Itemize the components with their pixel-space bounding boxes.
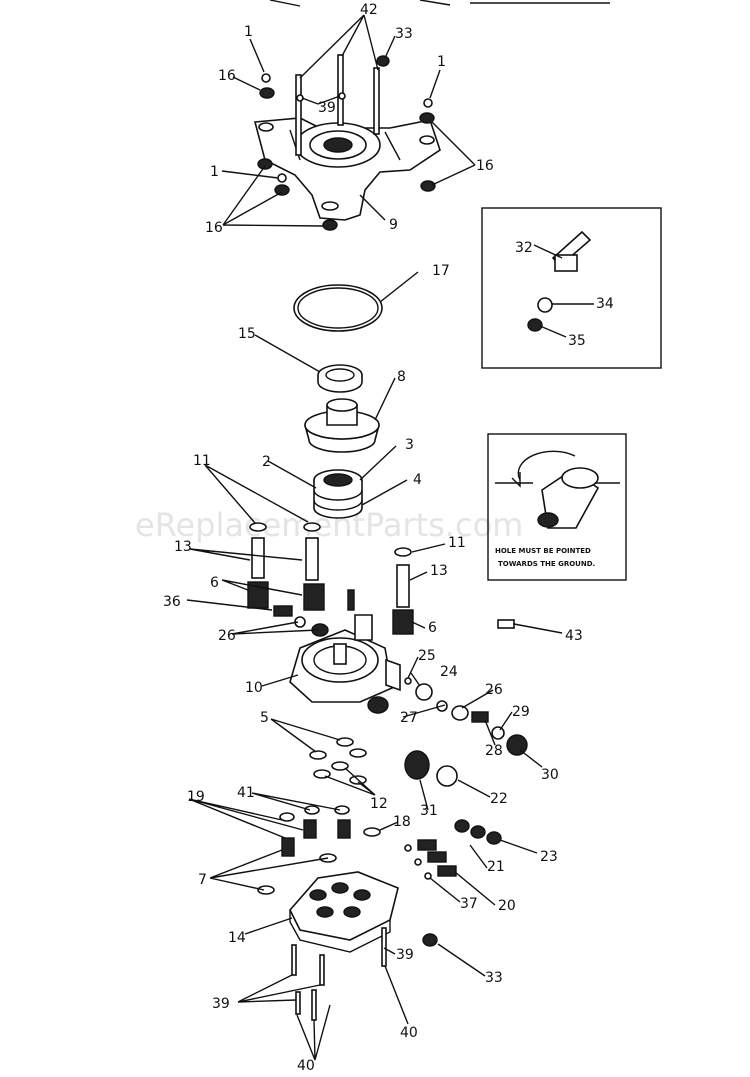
inset-note-line2: TOWARDS THE GROUND. [498,560,595,568]
callout-16: 16 [476,158,494,174]
callout-40: 40 [297,1058,315,1074]
callout-20: 20 [498,898,516,914]
callout-14: 14 [228,930,246,946]
callout-37: 37 [460,896,478,912]
callout-27: 27 [400,710,418,726]
bearing-part [313,469,363,519]
callout-40: 40 [400,1025,418,1041]
callout-26: 26 [218,628,236,644]
callout-16: 16 [218,68,236,84]
callout-9: 9 [389,217,398,233]
inset-fitting [481,207,662,369]
callout-35: 35 [568,333,586,349]
callout-16: 16 [205,220,223,236]
callout-5: 5 [260,710,269,726]
callout-33: 33 [395,26,413,42]
o-ring-part [293,284,383,332]
valve-body-part [289,871,399,953]
callout-18: 18 [393,814,411,830]
pump-flange-part [253,117,441,221]
callout-labels: 42 33 1 16 39 1 16 1 16 9 17 32 34 35 15… [163,2,614,1074]
callout-32: 32 [515,240,533,256]
valve-springs [257,805,381,895]
callout-15: 15 [238,326,256,342]
callout-39: 39 [212,996,230,1012]
seal-part [317,364,363,393]
callout-17: 17 [432,263,450,279]
callout-13: 13 [430,563,448,579]
callout-13: 13 [174,539,192,555]
callout-4: 4 [413,472,422,488]
callout-6: 6 [210,575,219,591]
callout-39: 39 [396,947,414,963]
callout-10: 10 [245,680,263,696]
callout-1: 1 [210,164,219,180]
callout-24: 24 [440,664,458,680]
leader-lines [186,14,594,1061]
valve-parts [273,589,355,637]
inset-note-line1: HOLE MUST BE POINTED [495,547,591,555]
callout-19: 19 [187,789,205,805]
pump-housing-part [289,614,401,714]
callout-42: 42 [360,2,378,18]
callout-1: 1 [244,24,253,40]
callout-11: 11 [448,535,466,551]
nuts-washers-top [257,55,436,231]
bottom-bolts [291,927,438,1021]
callout-33: 33 [485,970,503,986]
callout-22: 22 [490,791,508,807]
callout-23: 23 [540,849,558,865]
cam-part [304,398,380,453]
callout-2: 2 [262,454,271,470]
inset-hole-note: HOLE MUST BE POINTED TOWARDS THE GROUND. [487,433,627,581]
callout-12: 12 [370,796,388,812]
washers-5-12 [309,737,367,785]
callout-28: 28 [485,743,503,759]
side-valve-parts [404,619,528,787]
bolts-42 [295,54,380,156]
callout-34: 34 [596,296,614,312]
callout-8: 8 [397,369,406,385]
callout-31: 31 [420,803,438,819]
callout-36: 36 [163,594,181,610]
callout-25: 25 [418,648,436,664]
callout-11: 11 [193,453,211,469]
pistons-springs [247,522,414,635]
callout-6: 6 [428,620,437,636]
callout-3: 3 [405,437,414,453]
callout-41: 41 [237,785,255,801]
callout-29: 29 [512,704,530,720]
callout-21: 21 [487,859,505,875]
right-springs [404,819,502,880]
callout-43: 43 [565,628,583,644]
callout-7: 7 [198,872,207,888]
callout-26: 26 [485,682,503,698]
callout-39: 39 [318,100,336,116]
callout-30: 30 [541,767,559,783]
callout-1: 1 [437,54,446,70]
